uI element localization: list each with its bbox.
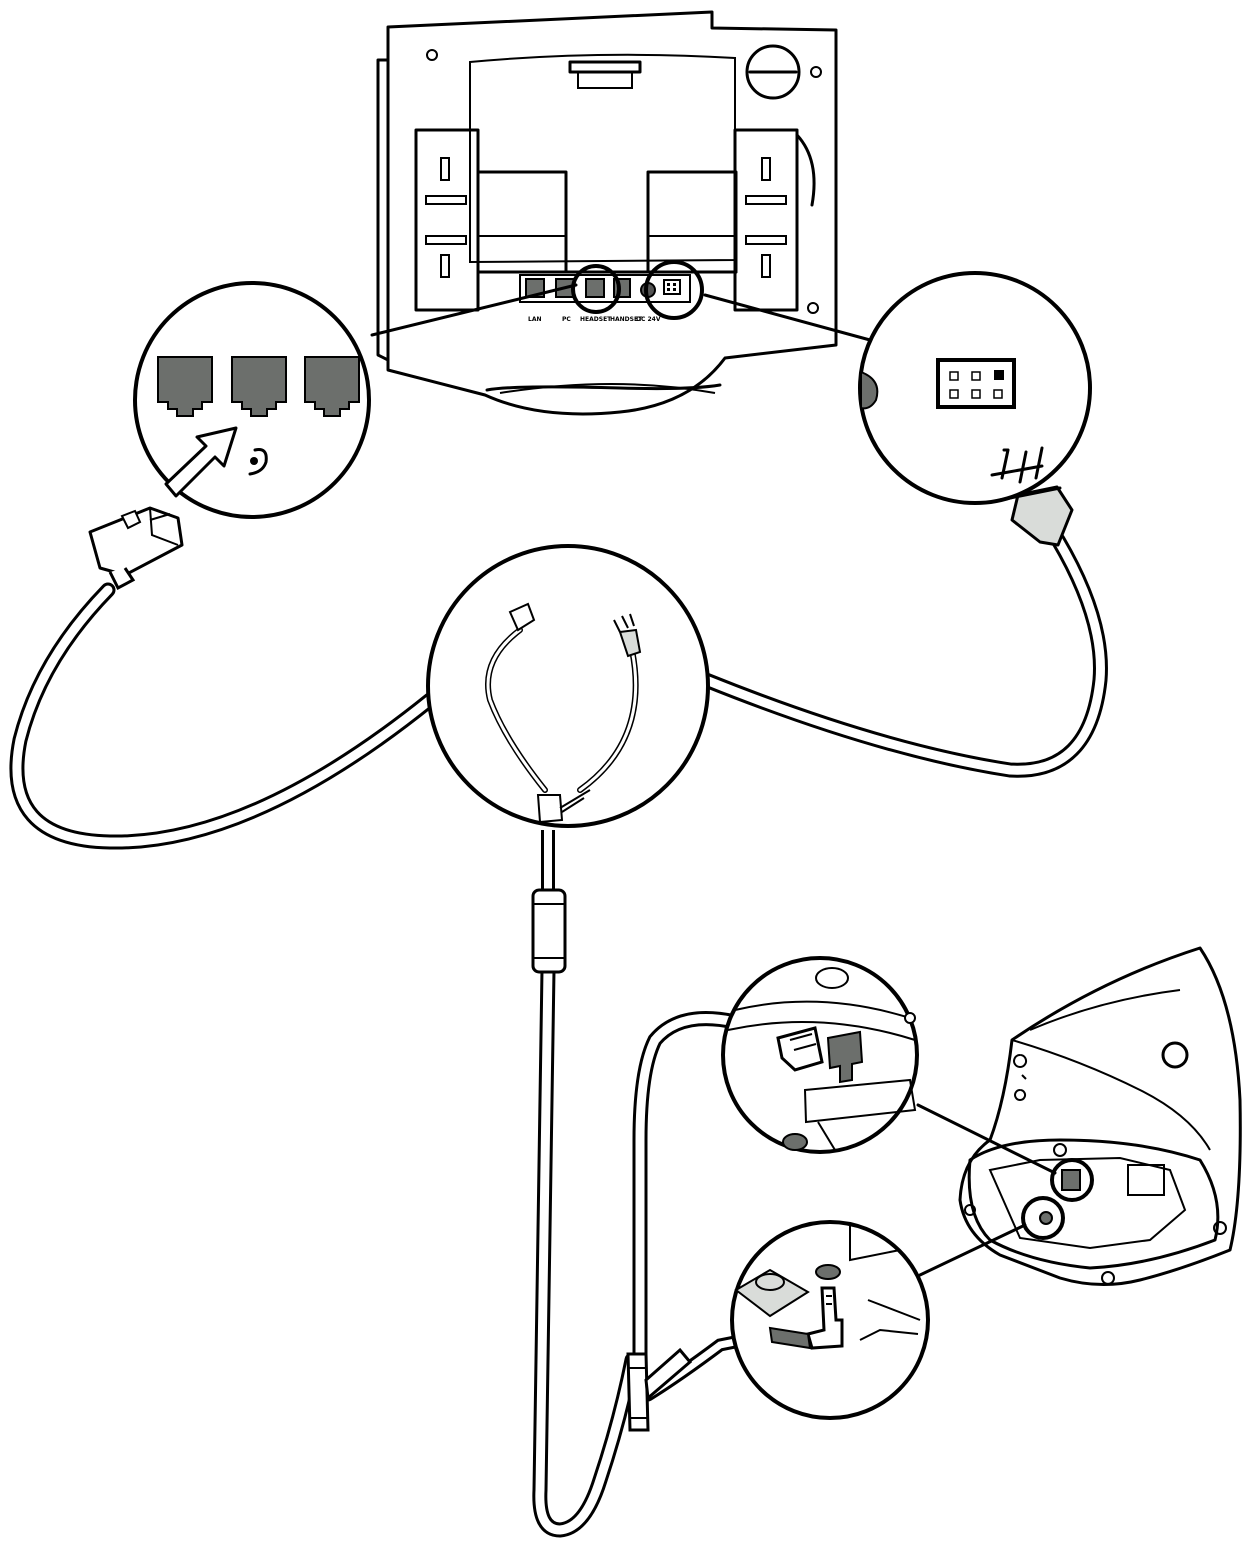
cable-splitter (628, 1350, 690, 1430)
headset-port (586, 279, 604, 297)
ehs-callout-leader (705, 295, 870, 340)
base-handset-jack (1062, 1170, 1080, 1190)
power-port-label: DC 24V (636, 316, 661, 323)
phone-port-row (526, 279, 680, 297)
ferrite-bead (533, 890, 565, 972)
headset-base-station (960, 948, 1240, 1285)
headset-callout-leader (372, 285, 576, 335)
headset-port-label: HEADSET (580, 316, 612, 323)
base-power-zoom-circle (732, 1222, 928, 1418)
ehs-port-zoom-circle (860, 273, 1090, 503)
base-power-jack (1040, 1212, 1052, 1224)
base-jack-zoom-circle (723, 958, 917, 1152)
lan-port-label: LAN (528, 316, 542, 323)
pc-port-label: PC (562, 316, 571, 323)
headset-port-zoom-circle (135, 283, 369, 517)
rj-plug-connector (90, 508, 182, 588)
adapter-cable-zoom-circle (428, 546, 708, 826)
base-jack-callout-leader (918, 1105, 1055, 1173)
ehs-port (664, 280, 680, 294)
ip-phone-rear-view: LAN PC HEADSET HANDSET DC 24V (378, 12, 836, 414)
ehs-socket-zoom (938, 360, 1014, 407)
